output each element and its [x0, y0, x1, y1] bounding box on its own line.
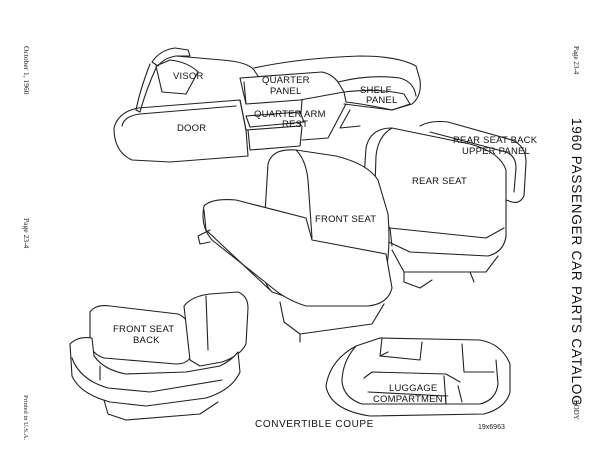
rear-seat-drawing: [361, 127, 507, 289]
figure-number: 19x6963: [478, 424, 505, 431]
figure-caption: CONVERTIBLE COUPE: [255, 419, 374, 430]
right-margin-section: BODY: [572, 400, 580, 420]
label-shelf-panel-line1: SHELF: [360, 85, 392, 96]
label-front-seat-back-line2: BACK: [133, 335, 160, 346]
label-quarter-arm-rest-line2: REST: [282, 119, 308, 130]
label-rear-seat-back-line1: REAR SEAT BACK: [453, 135, 538, 146]
left-margin-date: October 1, 1960: [22, 46, 31, 95]
label-front-seat: FRONT SEAT: [315, 214, 376, 225]
label-luggage-line2: COMPARTMENT: [373, 394, 449, 405]
door-assembly-drawing: [113, 47, 421, 163]
label-shelf-panel-line2: PANEL: [366, 95, 397, 106]
label-front-seat-back-line1: FRONT SEAT: [113, 324, 174, 335]
left-margin-printed: Printed in U.S.A.: [22, 395, 29, 440]
left-margin-page: Page 23-4: [22, 218, 31, 248]
label-rear-seat-back-line2: UPPER PANEL: [462, 146, 530, 157]
label-luggage-line1: LUGGAGE: [389, 383, 437, 394]
label-door: DOOR: [177, 123, 206, 134]
right-margin-catalog-title: 1960 PASSENGER CAR PARTS CATALOG: [569, 118, 584, 406]
label-rear-seat: REAR SEAT: [412, 176, 467, 187]
front-seat-back-drawing: [69, 291, 249, 421]
label-visor: VISOR: [173, 71, 204, 82]
front-seat-drawing: [197, 149, 393, 343]
right-margin-page: Page 23-4: [572, 46, 580, 75]
label-quarter-panel-line2: PANEL: [270, 86, 301, 97]
label-quarter-panel-line1: QUARTER: [262, 75, 310, 86]
rear-seat-back-panel-drawing: [419, 120, 527, 203]
luggage-compartment-drawing: [325, 337, 511, 417]
label-quarter-arm-rest-line1: QUARTER ARM: [254, 109, 326, 120]
